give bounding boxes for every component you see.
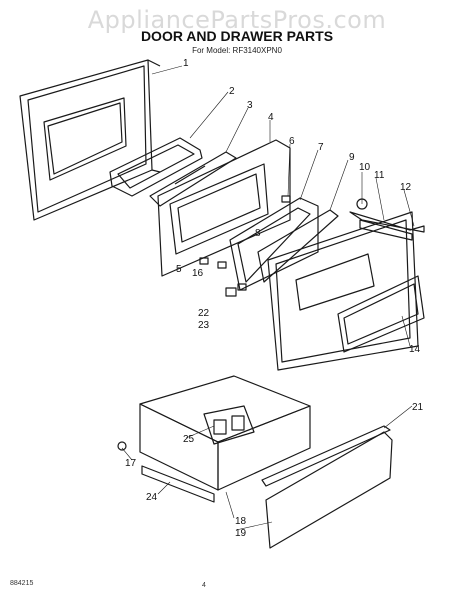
callout-11: 11 bbox=[374, 170, 385, 181]
callout-19: 19 bbox=[235, 528, 247, 539]
callout-4: 4 bbox=[268, 112, 274, 123]
callout-labels: 1 2 3 4 5 6 7 8 9 10 11 12 14 16 17 18 1… bbox=[125, 58, 424, 539]
callout-18: 18 bbox=[235, 516, 247, 527]
drawer-slide-rail bbox=[141, 465, 215, 503]
drawer-front-rail bbox=[261, 425, 391, 487]
outer-glass-pane bbox=[149, 151, 237, 207]
callout-12: 12 bbox=[400, 182, 412, 193]
callout-24: 24 bbox=[146, 492, 158, 503]
callout-1: 1 bbox=[183, 58, 189, 69]
callout-17: 17 bbox=[125, 458, 137, 469]
callout-8: 8 bbox=[255, 228, 261, 239]
callout-16: 16 bbox=[192, 268, 204, 279]
drawer-roller bbox=[117, 441, 127, 451]
watermark: AppliancePartsPros.com bbox=[87, 6, 387, 34]
door-handle bbox=[349, 198, 425, 241]
oven-door-liner bbox=[267, 211, 419, 371]
callout-7: 7 bbox=[318, 142, 324, 153]
door-gasket-frame bbox=[109, 137, 203, 197]
page-title: DOOR AND DRAWER PARTS bbox=[140, 28, 334, 44]
inner-door-panel bbox=[157, 139, 291, 277]
footer-page-number: 4 bbox=[202, 582, 206, 589]
callout-9: 9 bbox=[349, 152, 355, 163]
footer-code: 884215 bbox=[10, 580, 34, 587]
callout-23: 23 bbox=[198, 320, 210, 331]
callout-22: 22 bbox=[198, 308, 210, 319]
outer-door-panel bbox=[19, 59, 161, 221]
drawer-front-panel bbox=[265, 431, 393, 549]
leader-lines bbox=[121, 65, 415, 531]
callout-3: 3 bbox=[247, 100, 253, 111]
callout-10: 10 bbox=[359, 162, 371, 173]
callout-2: 2 bbox=[229, 86, 235, 97]
door-clips bbox=[199, 257, 247, 297]
callout-21: 21 bbox=[412, 402, 424, 413]
callout-25: 25 bbox=[183, 434, 195, 445]
model-subtitle: For Model: RF3140XPN0 bbox=[192, 46, 282, 55]
callout-5: 5 bbox=[176, 264, 182, 275]
drawer-body bbox=[139, 375, 311, 491]
callout-14: 14 bbox=[409, 344, 421, 355]
callout-6: 6 bbox=[289, 136, 295, 147]
inner-glass-frames bbox=[229, 195, 339, 291]
window-frame bbox=[337, 275, 425, 353]
